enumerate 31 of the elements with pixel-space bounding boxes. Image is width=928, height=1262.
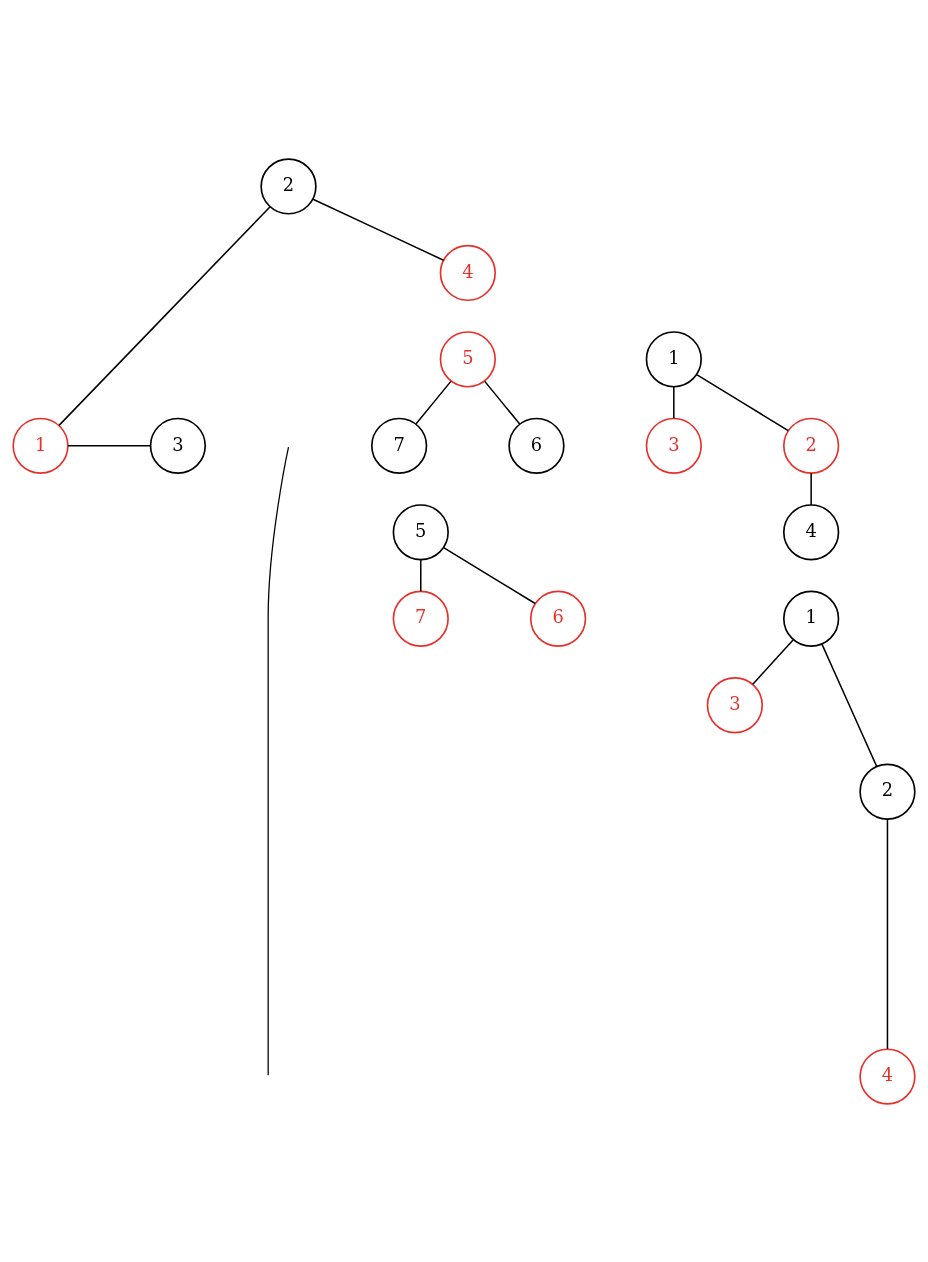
connector (484, 380, 521, 425)
connector (312, 197, 445, 261)
node-circle: 7 (392, 590, 449, 647)
connector (673, 385, 675, 419)
node-circle: 2 (783, 417, 840, 474)
node-circle: 1 (645, 330, 702, 388)
connector (821, 642, 878, 767)
connector (58, 205, 271, 426)
node-circle: 5 (439, 330, 496, 388)
node-circle: 3 (645, 417, 702, 474)
connector (420, 558, 422, 592)
node-circle: 3 (149, 417, 207, 474)
node-circle: 4 (783, 503, 840, 560)
connector (696, 373, 789, 431)
node-circle: 1 (12, 417, 69, 474)
connector (443, 546, 536, 604)
node-circle: 3 (706, 676, 764, 733)
connector (67, 444, 152, 447)
node-circle: 1 (783, 590, 840, 647)
node-circle: 4 (859, 1047, 916, 1105)
node-circle: 6 (529, 590, 587, 647)
node-circle: 2 (859, 763, 916, 820)
node-circle: 4 (439, 244, 496, 301)
connector (886, 818, 889, 1050)
connector (752, 638, 794, 685)
connector (810, 471, 812, 505)
node-circle: 7 (371, 417, 428, 474)
node-circle: 2 (260, 157, 317, 215)
node-circle: 6 (508, 417, 565, 474)
connector (415, 380, 452, 425)
node-circle: 5 (392, 503, 449, 560)
